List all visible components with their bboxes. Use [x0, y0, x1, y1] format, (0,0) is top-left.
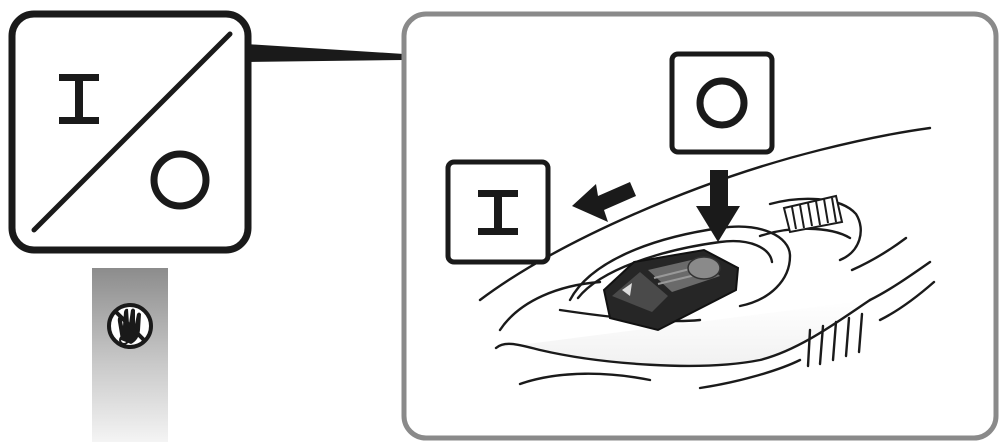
- arrow-down-icon: [696, 170, 740, 242]
- power-switch-symbol-icon: [8, 10, 252, 254]
- adjust-wheel-icon: [782, 194, 844, 234]
- off-symbol: [150, 150, 210, 210]
- label-strip: [92, 268, 168, 442]
- callout-connector: [246, 44, 404, 62]
- off-position-label: [669, 51, 775, 155]
- no-touch-hot-surface-icon: [107, 303, 153, 349]
- arrow-left-icon: [572, 182, 636, 222]
- on-symbol: [59, 74, 99, 124]
- power-rocker-switch[interactable]: [602, 248, 740, 332]
- on-position-label: [445, 159, 551, 265]
- device-detail-panel: [401, 11, 999, 441]
